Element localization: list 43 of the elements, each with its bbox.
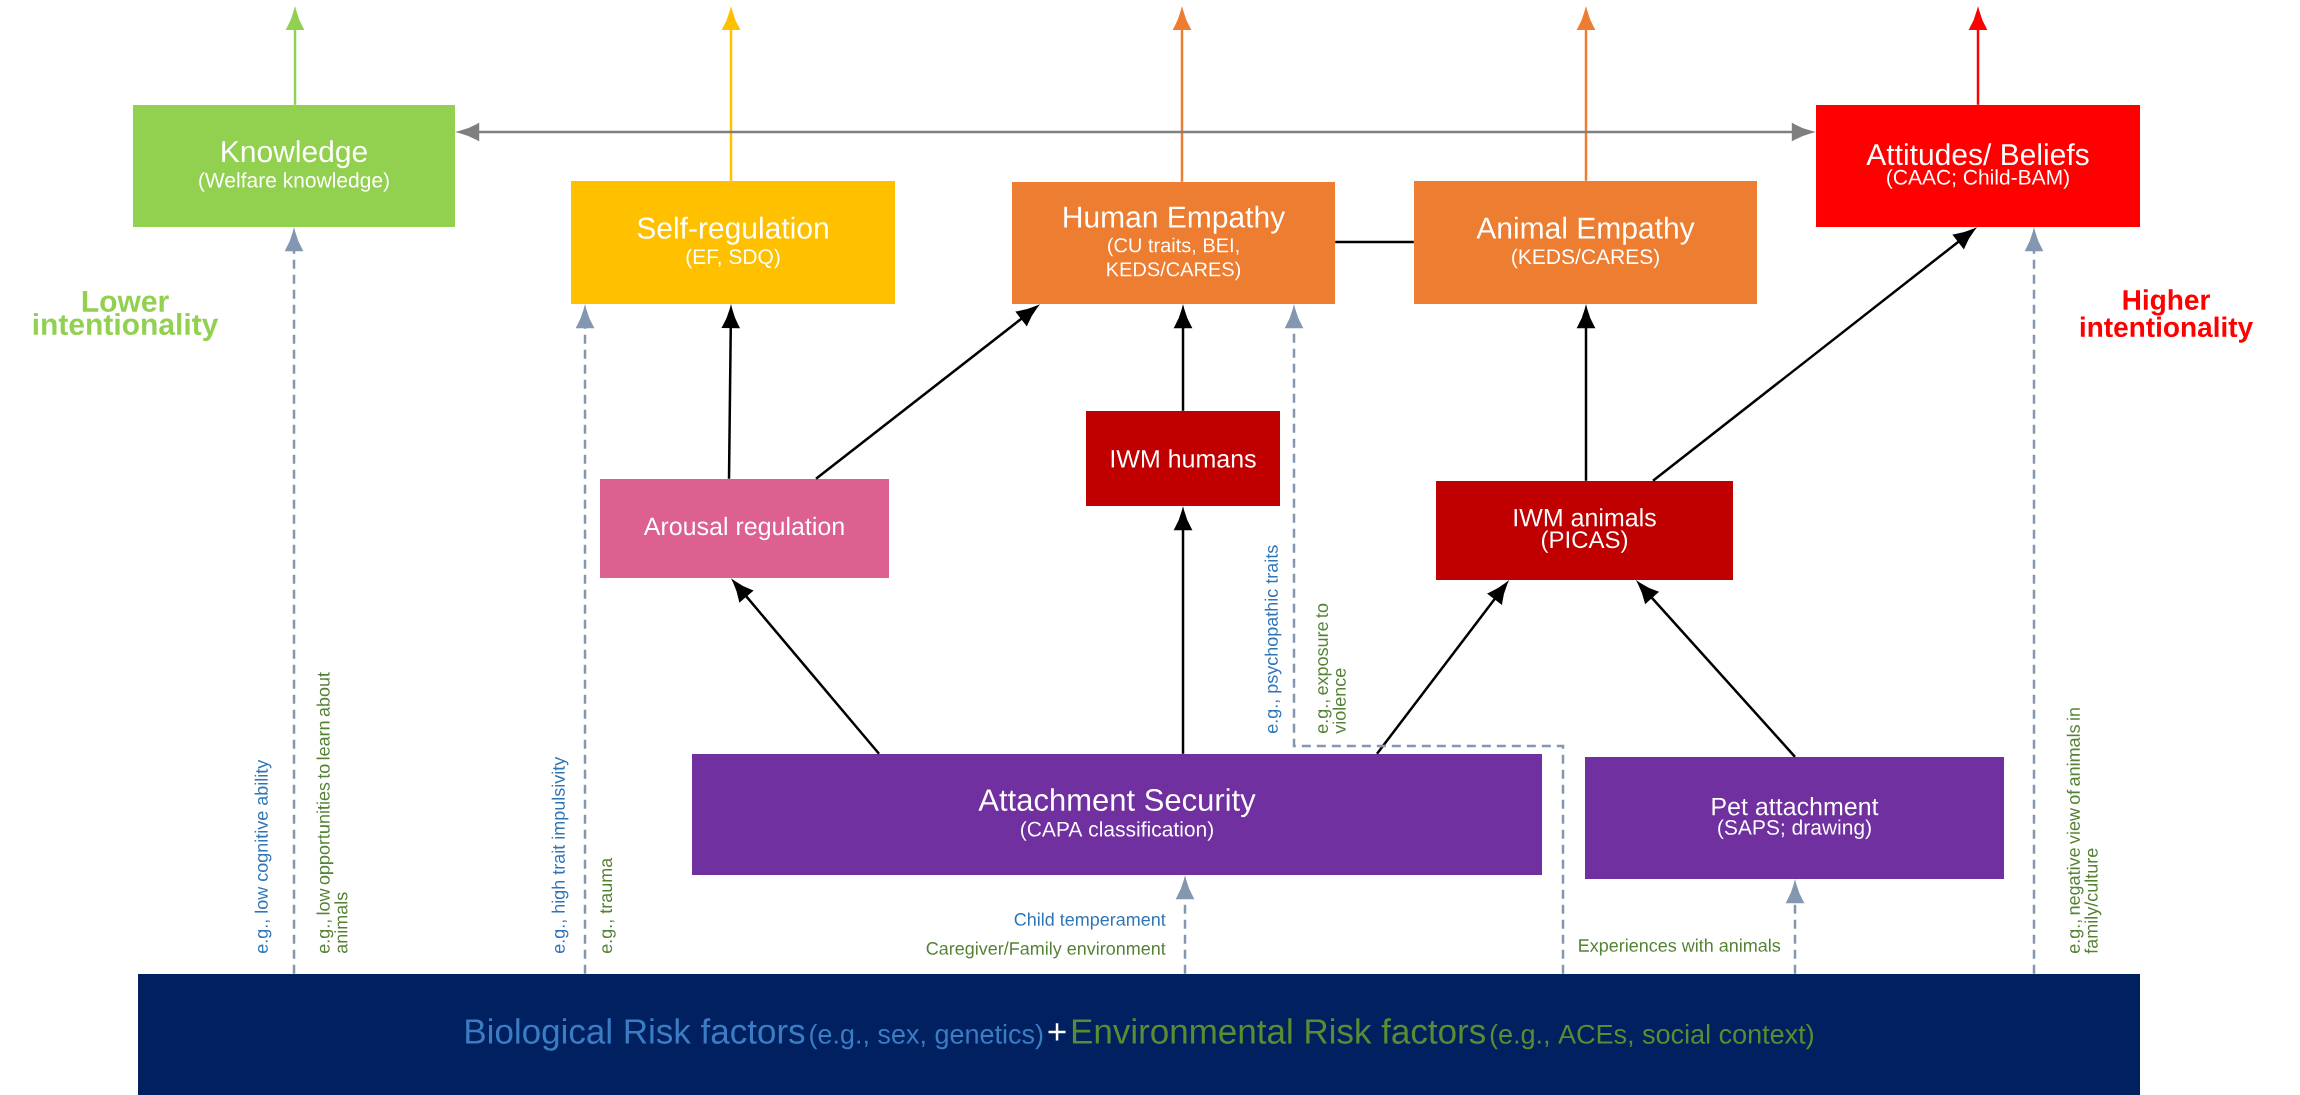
arrow bbox=[458, 123, 1813, 141]
arrow bbox=[1173, 9, 1191, 182]
arrow bbox=[815, 305, 1038, 480]
construct-box: Knowledge (Welfare knowledge) bbox=[133, 105, 455, 227]
dashed-arrow bbox=[2025, 230, 2043, 974]
dashed-arrow bbox=[1786, 882, 1804, 974]
construct-box: IWM humans bbox=[1086, 411, 1280, 506]
construct-box: Attitudes/ Beliefs (CAAC; Child-BAM) bbox=[1816, 105, 2140, 227]
construct-box: IWM animals (PICAS) bbox=[1436, 481, 1733, 580]
connector-line bbox=[1335, 240, 1414, 244]
risk-example-label: e.g., trauma bbox=[600, 857, 616, 954]
dashed-arrow bbox=[1285, 307, 1565, 974]
risk-example-label: e.g., psychopathic traits bbox=[1264, 545, 1282, 734]
construct-box: Attachment Security (CAPA classification) bbox=[692, 754, 1542, 875]
dashed-arrow bbox=[1176, 878, 1194, 974]
construct-box: Self-regulation (EF, SDQ) bbox=[571, 181, 895, 304]
arrow bbox=[1174, 307, 1192, 411]
risk-example-label: e.g., exposure to violence bbox=[1316, 603, 1346, 734]
dashed-arrow bbox=[576, 307, 594, 974]
risk-example-label: Experiences with animals bbox=[1579, 938, 1781, 956]
arrow bbox=[1577, 307, 1595, 481]
side-label: Higher intentionality bbox=[2080, 289, 2253, 343]
construct-box: Arousal regulation bbox=[600, 479, 889, 578]
arrow bbox=[732, 580, 880, 755]
arrow bbox=[722, 307, 740, 479]
arrow bbox=[1577, 9, 1595, 181]
risk-example-label: Child temperament bbox=[1014, 912, 1166, 930]
risk-example-label: e.g., high trait impulsivity bbox=[551, 756, 569, 954]
arrow bbox=[1652, 228, 1975, 482]
risk-example-label: e.g., low cognitive ability bbox=[254, 759, 272, 954]
arrow bbox=[1638, 582, 1796, 758]
arrow bbox=[286, 9, 304, 105]
side-label: Lower intentionality bbox=[33, 291, 219, 341]
arrow bbox=[1969, 9, 1987, 105]
risk-example-label: e.g., low opportunities to learn about animals bbox=[316, 672, 348, 954]
construct-box: Pet attachment (SAPS; drawing) bbox=[1585, 757, 2004, 879]
dashed-arrow bbox=[285, 230, 303, 974]
arrow bbox=[1376, 582, 1508, 755]
construct-box: Human Empathy (CU traits, BEI, KEDS/CARES) bbox=[1012, 182, 1335, 304]
arrow bbox=[722, 9, 740, 181]
risk-example-label: e.g., negative view of animals in family/culture bbox=[2066, 708, 2102, 954]
construct-box: Animal Empathy (KEDS/CARES) bbox=[1414, 181, 1757, 304]
arrow bbox=[1174, 509, 1192, 754]
